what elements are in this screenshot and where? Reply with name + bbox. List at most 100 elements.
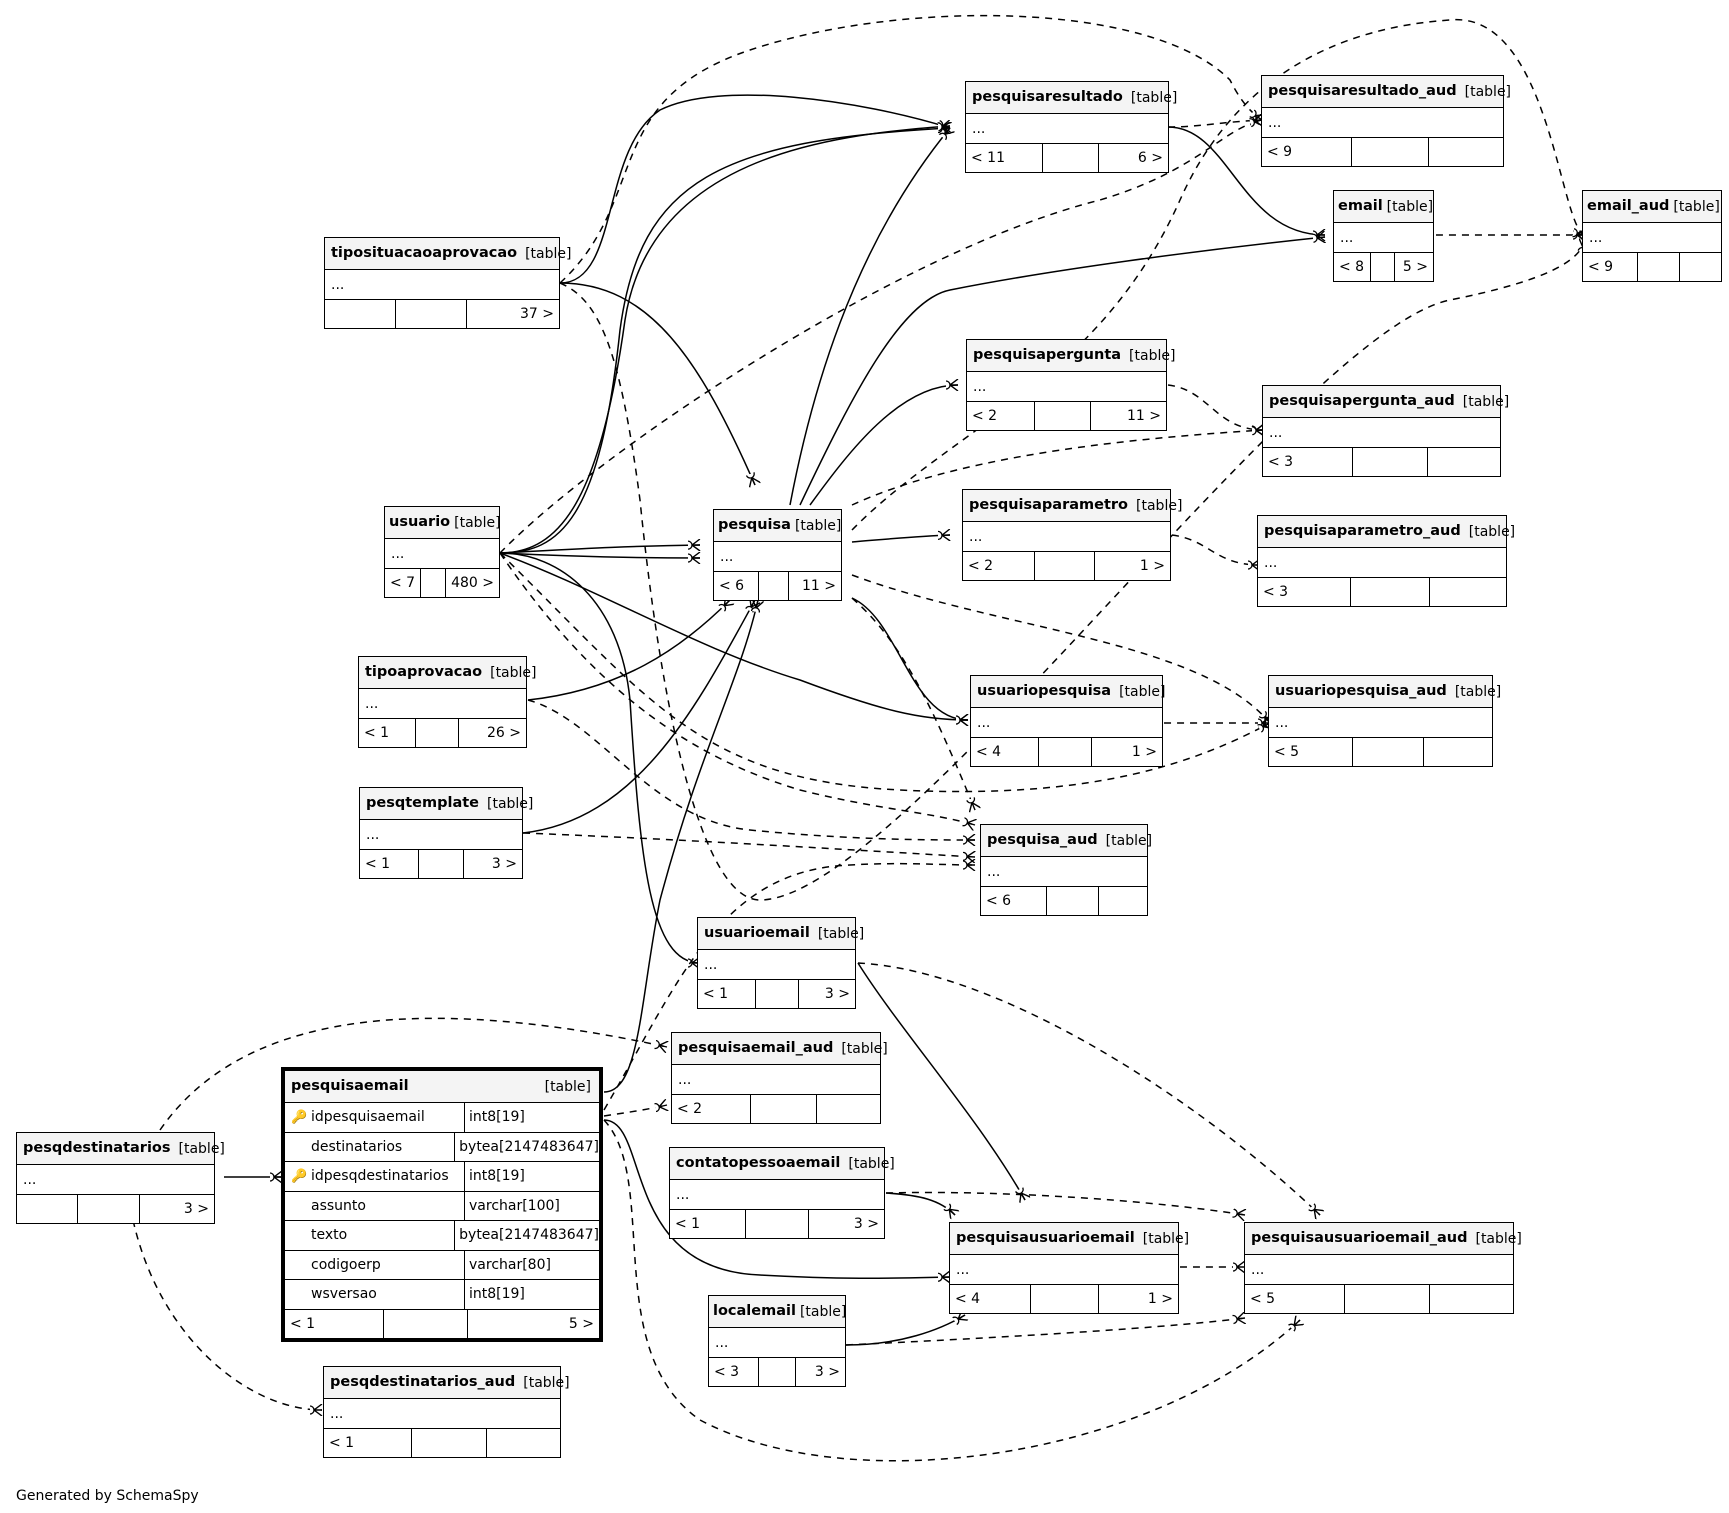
table-pesquisapergunta-aud[interactable]: pesquisapergunta_aud[table] ... < 3 [1262, 385, 1509, 477]
children-count[interactable]: 37 > [520, 306, 554, 322]
children-count[interactable]: 3 > [491, 856, 517, 872]
parents-count[interactable]: < 4 [950, 1285, 1031, 1313]
table-pesquisaresultado-aud[interactable]: pesquisaresultado_aud[table] ... < 9 [1261, 75, 1511, 167]
foot-middle [759, 572, 789, 600]
table-type: [table] [817, 925, 865, 942]
dlink-pesquisapergunta-aud [1167, 384, 1264, 430]
table-pesquisaparametro-aud[interactable]: pesquisaparametro_aud[table] ... < 3 [1257, 515, 1515, 607]
children-count[interactable] [1099, 887, 1147, 915]
children-count[interactable]: 3 > [824, 986, 850, 1002]
parents-count[interactable]: < 6 [981, 887, 1047, 915]
column-name: assunto [311, 1197, 366, 1214]
children-count[interactable]: 3 > [853, 1216, 879, 1232]
parents-count[interactable]: < 9 [1262, 138, 1352, 166]
parents-count[interactable]: < 3 [1258, 578, 1351, 606]
parents-count[interactable]: < 1 [324, 1429, 412, 1457]
children-count[interactable]: 11 > [1127, 408, 1161, 424]
table-pesqdestinatarios[interactable]: pesqdestinatarios[table] ... 3 > [16, 1132, 225, 1224]
table-name: pesquisa_aud [987, 832, 1098, 849]
children-count[interactable] [817, 1095, 880, 1123]
parents-count[interactable]: < 1 [670, 1210, 746, 1238]
parents-count[interactable]: < 2 [672, 1095, 751, 1123]
children-count[interactable] [1428, 448, 1500, 476]
parents-count[interactable]: < 2 [967, 402, 1035, 430]
parents-count[interactable] [325, 300, 396, 328]
children-count[interactable]: 11 > [802, 578, 836, 594]
dlink-pesqdestinatarios-pesqdestinatarios-aud [132, 1219, 322, 1410]
link-contatopessoaemail-pesquisausuarioemail [885, 1192, 955, 1215]
children-count[interactable]: 1 > [1131, 744, 1157, 760]
parents-count[interactable]: < 9 [1583, 253, 1638, 281]
table-pesqdestinatarios-aud[interactable]: pesqdestinatarios_aud[table] ... < 1 [323, 1366, 570, 1458]
children-count[interactable]: 5 > [568, 1315, 594, 1332]
parents-count[interactable]: < 1 [359, 719, 416, 747]
children-count[interactable] [1424, 738, 1492, 766]
children-count[interactable] [1680, 253, 1721, 281]
parents-count[interactable]: < 8 [1334, 253, 1371, 281]
columns-collapsed: ... [385, 539, 499, 569]
table-pesquisaemail-aud[interactable]: pesquisaemail_aud[table] ... < 2 [671, 1032, 888, 1124]
table-pesquisa-aud[interactable]: pesquisa_aud[table] ... < 6 [980, 824, 1152, 916]
parents-count[interactable]: < 1 [360, 850, 419, 878]
parents-count[interactable]: < 1 [698, 980, 756, 1008]
table-usuariopesquisa-aud[interactable]: usuariopesquisa_aud[table] ... < 5 [1268, 675, 1501, 767]
children-count[interactable]: 1 > [1139, 558, 1165, 574]
parents-count[interactable]: < 4 [971, 738, 1039, 766]
parents-count[interactable]: < 6 [714, 572, 759, 600]
children-count[interactable] [1430, 578, 1506, 606]
columns-collapsed: ... [709, 1328, 845, 1358]
children-count[interactable]: 3 > [814, 1364, 840, 1380]
table-name: tipoaprovacao [365, 664, 483, 681]
parents-count[interactable]: < 2 [963, 552, 1035, 580]
parents-count[interactable]: < 7 [385, 569, 422, 597]
children-count[interactable]: 480 > [451, 575, 494, 591]
link-pesqtemplate-pesquisa [522, 600, 755, 834]
table-tiposituacaoaprovacao[interactable]: tiposituacaoaprovacao[table] ... 37 > [324, 237, 571, 329]
parents-count[interactable]: < 3 [1263, 448, 1353, 476]
table-type: [table] [1475, 1230, 1522, 1247]
table-email-aud[interactable]: email_aud[table] ... < 9 [1582, 190, 1722, 282]
children-count[interactable]: 26 > [487, 725, 521, 741]
parents-count[interactable]: < 5 [1245, 1285, 1345, 1313]
children-count[interactable]: 3 > [183, 1201, 209, 1217]
children-count[interactable]: 6 > [1137, 150, 1163, 166]
columns-collapsed: ... [967, 372, 1166, 402]
table-type: [table] [1462, 393, 1510, 410]
parents-count[interactable]: < 3 [709, 1358, 759, 1386]
parents-count[interactable]: < 11 [966, 144, 1043, 172]
children-count[interactable]: 5 > [1402, 259, 1428, 275]
foot-middle [751, 1095, 817, 1123]
foot-middle [759, 1358, 796, 1386]
table-pesquisausuarioemail-aud[interactable]: pesquisausuarioemail_aud[table] ... < 5 [1244, 1222, 1522, 1314]
children-count[interactable] [1429, 138, 1503, 166]
children-count[interactable] [1430, 1285, 1513, 1313]
parents-count[interactable]: < 5 [1269, 738, 1353, 766]
children-count[interactable]: 1 > [1147, 1291, 1173, 1307]
parents-count[interactable]: < 1 [285, 1309, 384, 1338]
parents-count[interactable] [17, 1195, 78, 1223]
children-count[interactable] [487, 1429, 560, 1457]
foot-middle [421, 569, 447, 597]
link-usuarioemail-pesquisausuarioemail [857, 962, 1025, 1200]
